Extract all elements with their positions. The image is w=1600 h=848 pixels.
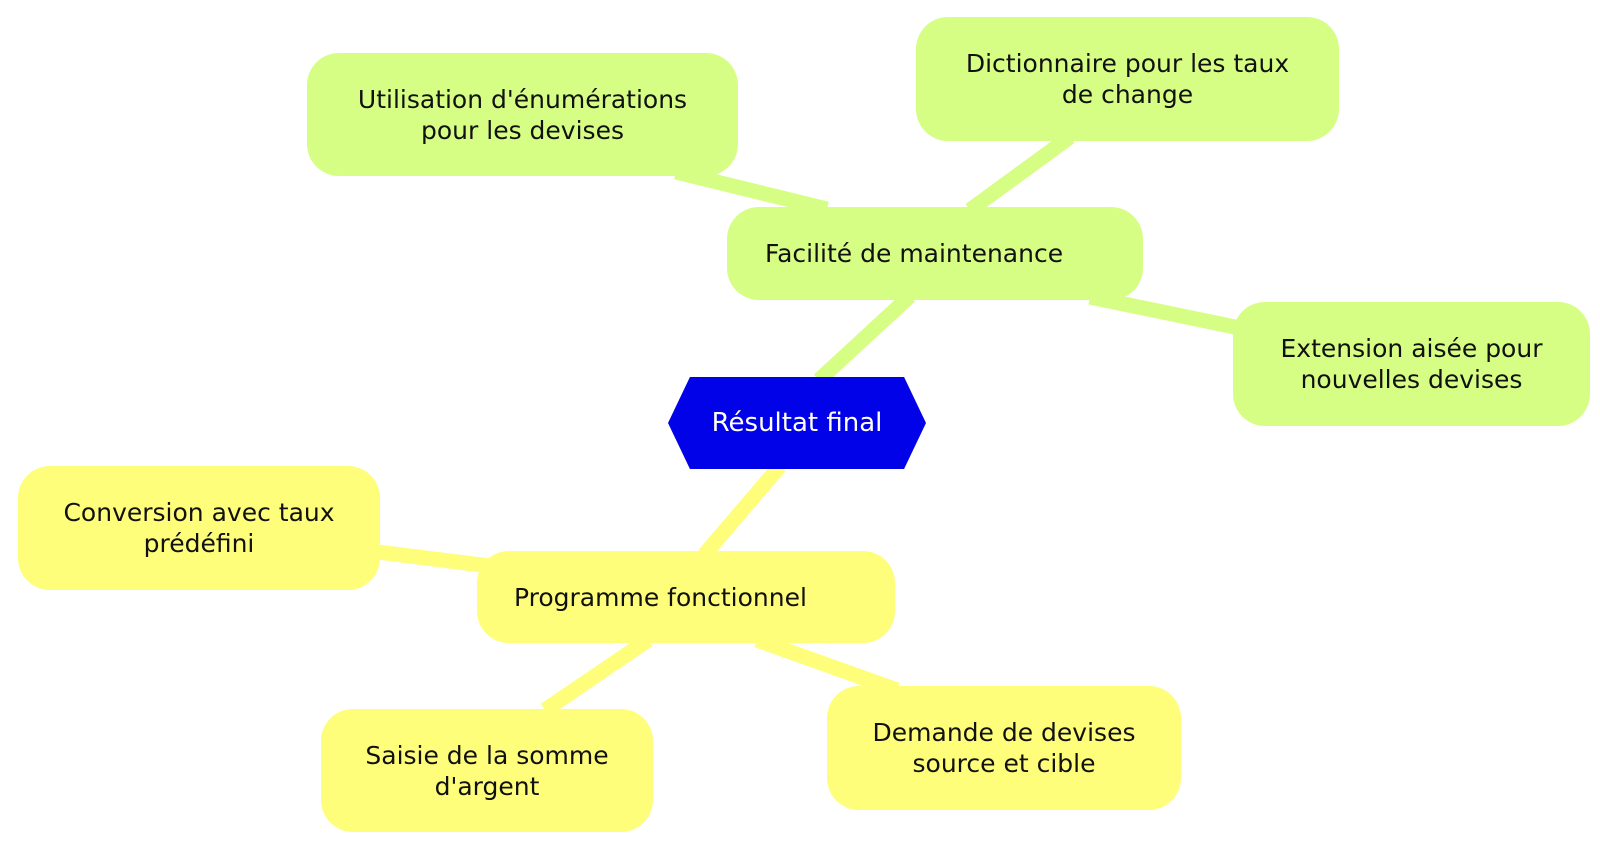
edge-maintenance-enum xyxy=(674,164,829,217)
branch-label-programme: Programme fonctionnel xyxy=(514,582,807,612)
edge-maintenance-extension xyxy=(1088,289,1237,335)
branch-node-maintenance: Facilité de maintenance xyxy=(727,207,1143,300)
branch-node-programme: Programme fonctionnel xyxy=(477,551,895,643)
leaf-label-demande: Demande de devises source et cible xyxy=(872,718,1136,778)
edge-programme-saisie xyxy=(540,633,653,717)
edge-programme-conversion xyxy=(377,544,491,574)
leaf-label-conversion: Conversion avec taux prédéfini xyxy=(63,498,335,558)
leaf-node-saisie: Saisie de la somme d'argent xyxy=(321,709,653,832)
edge-programme-demande xyxy=(754,632,900,698)
root-label: Résultat final xyxy=(711,408,883,438)
leaf-node-dictionnaire: Dictionnaire pour les taux de change xyxy=(916,17,1339,141)
leaf-label-extension: Extension aisée pour nouvelles devises xyxy=(1280,334,1543,394)
leaf-node-conversion: Conversion avec taux prédéfini xyxy=(18,466,380,590)
leaf-node-demande: Demande de devises source et cible xyxy=(827,686,1181,810)
root-node: Résultat final xyxy=(668,377,926,469)
edge-maintenance-dict xyxy=(965,130,1075,217)
leaf-label-saisie: Saisie de la somme d'argent xyxy=(365,740,609,801)
branch-label-maintenance: Facilité de maintenance xyxy=(765,239,1064,268)
leaf-node-enumerations: Utilisation d'énumérations pour les devi… xyxy=(307,53,738,176)
leaf-label-enumerations: Utilisation d'énumérations pour les devi… xyxy=(357,84,688,145)
leaf-label-dictionnaire: Dictionnaire pour les taux de change xyxy=(965,49,1290,109)
edge-root-programme xyxy=(698,461,786,560)
edge-root-maintenance xyxy=(813,290,916,386)
leaf-node-extension: Extension aisée pour nouvelles devises xyxy=(1233,302,1590,426)
